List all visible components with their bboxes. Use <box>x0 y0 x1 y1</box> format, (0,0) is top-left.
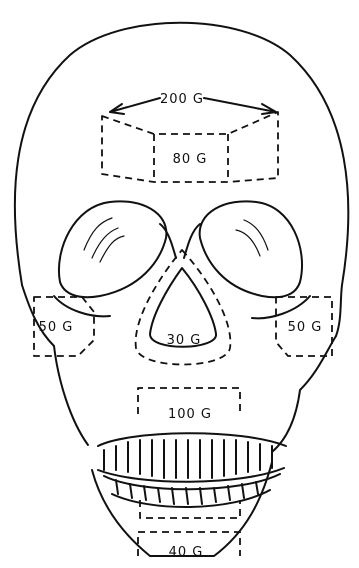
right-face-contour <box>272 336 336 452</box>
upper-teeth <box>98 433 286 482</box>
frontal-central-label: 80 G <box>173 152 208 167</box>
right-orbit <box>200 201 302 297</box>
frontal-label: 200 G <box>160 92 204 107</box>
zygoma-right-label: 50 G <box>288 320 323 335</box>
left-face-contour <box>22 285 88 445</box>
lower-teeth <box>104 474 280 507</box>
left-orbit <box>59 201 166 297</box>
maxilla-label: 100 G <box>168 407 212 422</box>
frontal-region-box <box>102 112 278 182</box>
zygoma-left-label: 50 G <box>39 320 74 335</box>
nasal-label: 30 G <box>167 333 202 348</box>
mandible-label: 40 G <box>169 545 204 560</box>
